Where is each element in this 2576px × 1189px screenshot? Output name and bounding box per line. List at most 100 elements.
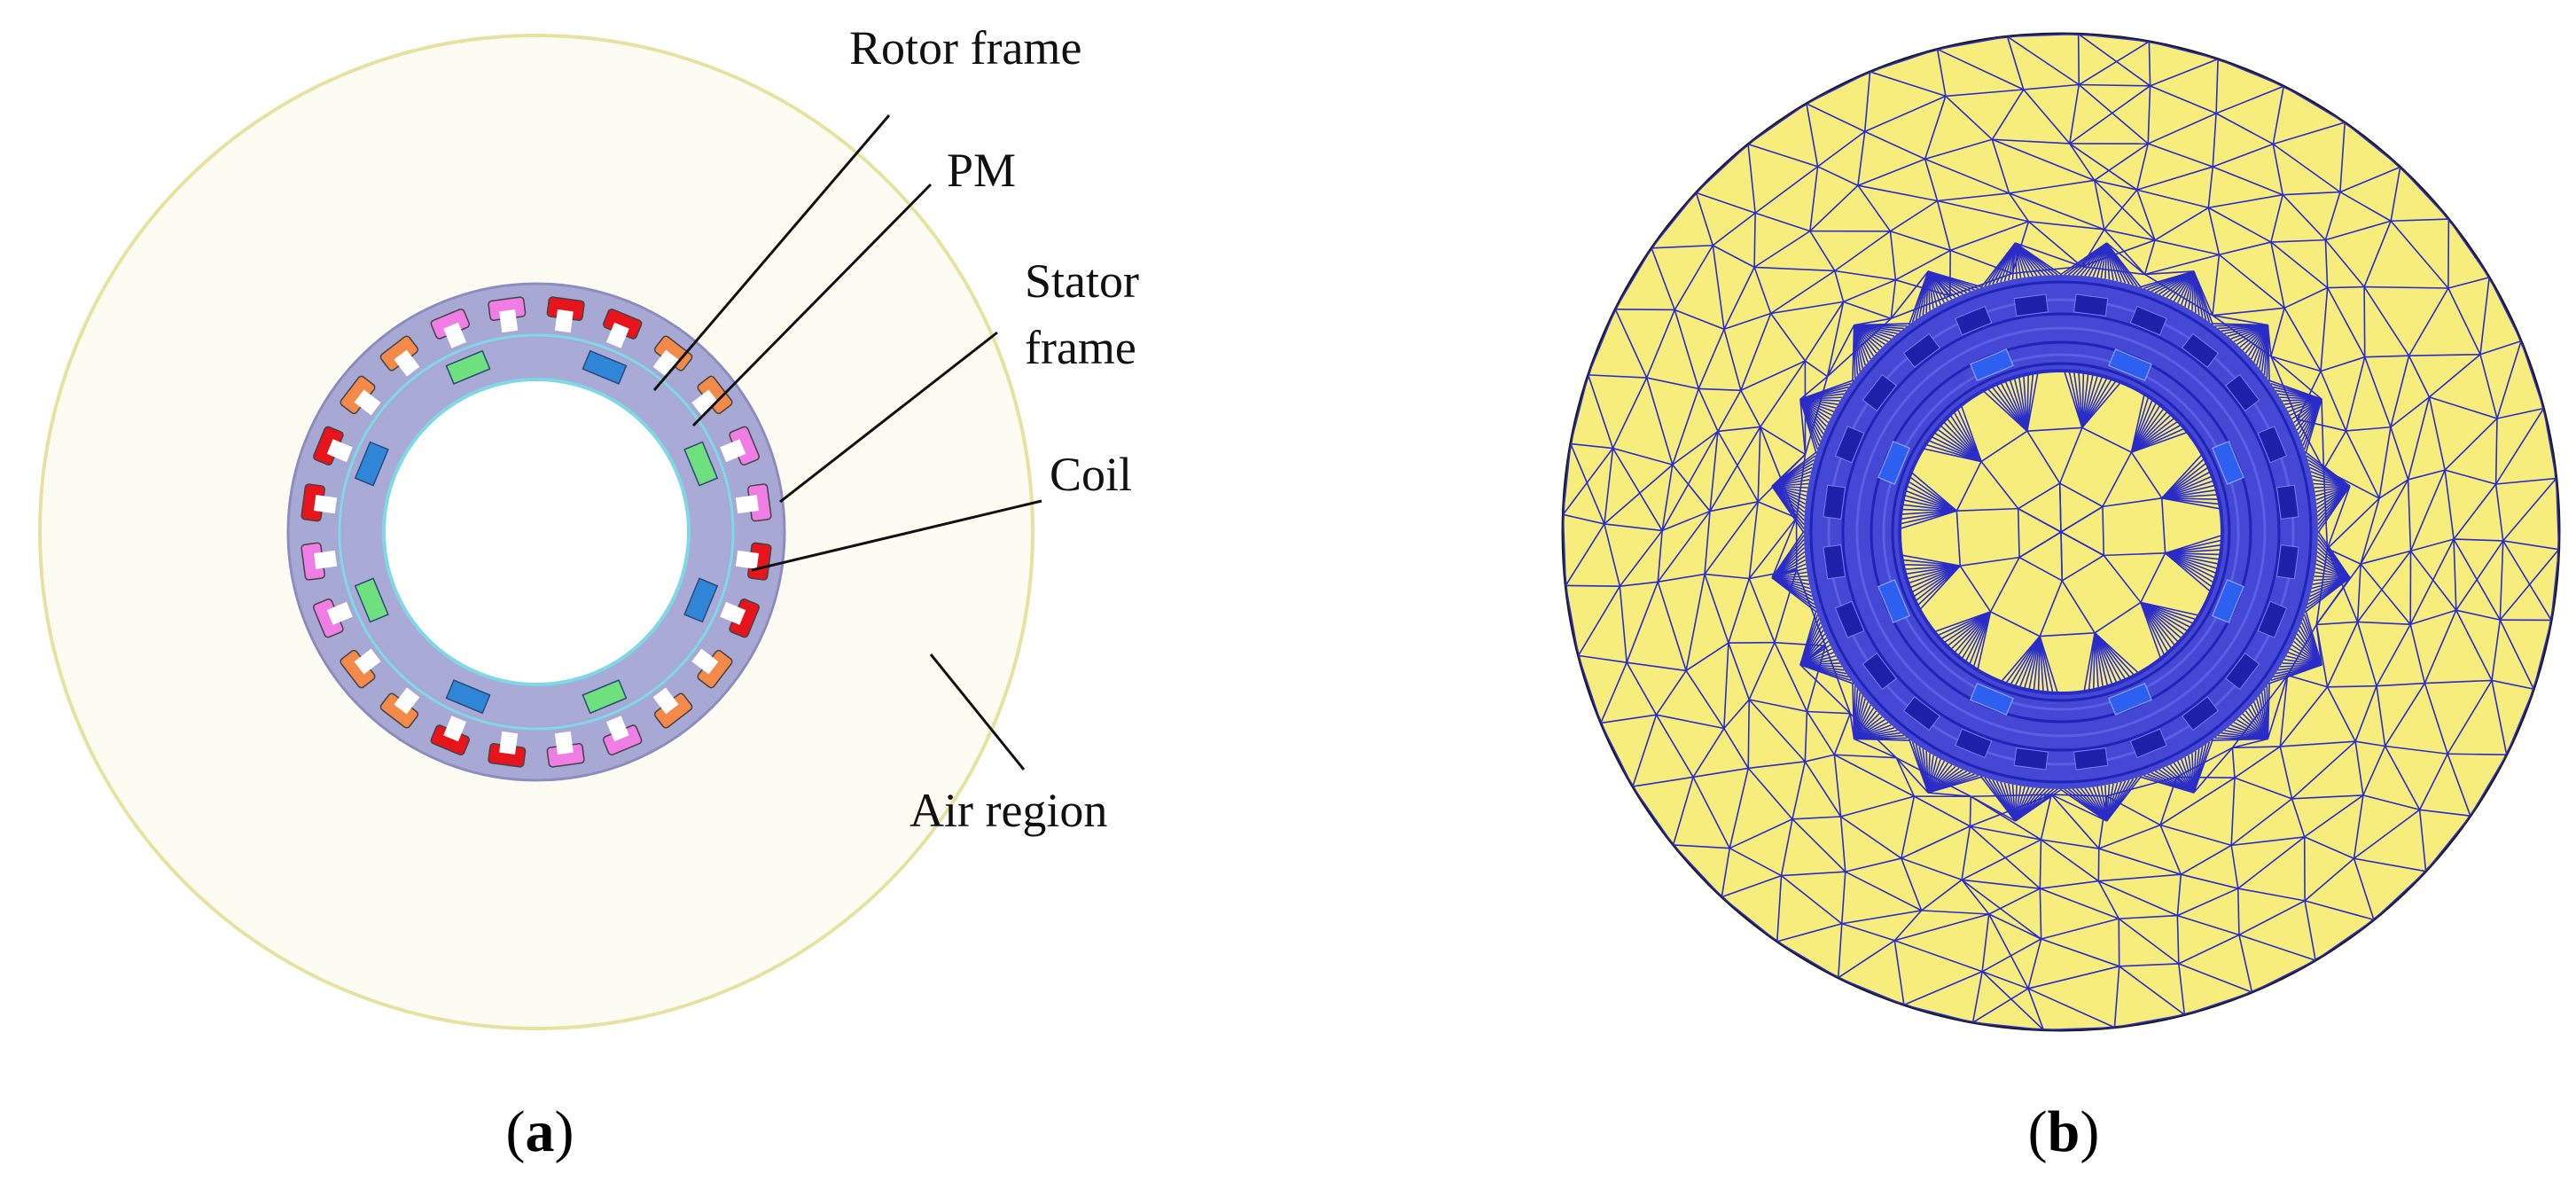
mesh-edge bbox=[2296, 418, 2325, 470]
pm-mesh-block bbox=[2108, 683, 2152, 716]
mesh-edge bbox=[2027, 221, 2082, 268]
pm-mesh bbox=[2108, 348, 2152, 381]
coil-mesh bbox=[1902, 696, 1941, 731]
coil-mesh bbox=[2013, 293, 2049, 317]
inner-mesh-edge bbox=[2018, 376, 2028, 432]
mesh-edge bbox=[1728, 642, 1750, 700]
mesh-edge bbox=[1840, 816, 1902, 859]
coil-mesh bbox=[1834, 426, 1865, 464]
mesh-edge bbox=[2237, 836, 2306, 889]
inner-mesh-edge bbox=[1901, 554, 1961, 567]
mesh-edge bbox=[2376, 685, 2386, 747]
mesh-edge bbox=[2488, 277, 2522, 341]
inner-mesh-edge bbox=[2140, 601, 2195, 625]
inner-mesh-edge bbox=[1955, 511, 1962, 567]
coil-label: Coil bbox=[1050, 448, 1132, 501]
mesh-edge bbox=[2136, 189, 2209, 209]
mesh-edge bbox=[1927, 270, 1951, 297]
inner-mesh-edge bbox=[2103, 554, 2142, 603]
mesh-edge bbox=[1563, 513, 1605, 525]
pm-label: PM bbox=[947, 144, 1016, 197]
mesh-edge bbox=[2362, 794, 2420, 811]
mesh-edge bbox=[2007, 34, 2079, 38]
mesh-edge bbox=[2326, 686, 2356, 742]
mesh-edge bbox=[1843, 301, 1892, 320]
dense-mesh-detail bbox=[1809, 280, 2313, 784]
mesh-edge bbox=[2175, 776, 2195, 794]
mesh-edge bbox=[2322, 430, 2347, 470]
mesh-edge bbox=[1749, 699, 1807, 713]
mesh-edge bbox=[1673, 844, 1730, 849]
pm-ring bbox=[354, 349, 719, 715]
mesh-edge bbox=[1656, 714, 1725, 730]
mesh-edge bbox=[2424, 815, 2471, 872]
mesh-edge bbox=[2390, 356, 2410, 427]
mesh-edge bbox=[1570, 443, 1605, 525]
inner-mesh-edge bbox=[2004, 379, 2028, 432]
mesh-edge bbox=[2009, 192, 2105, 231]
mesh-edge bbox=[2139, 776, 2195, 794]
coil-mesh-block bbox=[2181, 696, 2220, 731]
coil-mesh bbox=[1955, 728, 1993, 759]
mesh-edge bbox=[1863, 71, 1871, 132]
mesh-edge bbox=[1587, 309, 1617, 376]
mesh-edge bbox=[1799, 379, 1854, 400]
air-gap-line bbox=[338, 333, 735, 731]
inner-mesh-edge bbox=[2165, 549, 2221, 554]
ring-contour bbox=[1870, 340, 2252, 724]
mesh-edge bbox=[2098, 795, 2108, 849]
mesh-edge bbox=[1992, 138, 2096, 182]
inner-mesh-edge bbox=[1942, 420, 1982, 463]
inner-mesh-edge bbox=[2059, 482, 2104, 508]
inner-mesh-edge bbox=[2130, 411, 2169, 453]
mesh-edge bbox=[1565, 585, 1580, 656]
mesh-edge bbox=[1709, 501, 1759, 512]
mesh-edge bbox=[2408, 287, 2449, 356]
panel-a: Rotor frame PM Stator frame Coil Air reg… bbox=[38, 21, 1139, 1030]
mesh-edge bbox=[1809, 166, 1819, 231]
mesh-edge bbox=[1563, 448, 1614, 515]
mesh-edge bbox=[2040, 839, 2099, 882]
slot-opening bbox=[326, 439, 353, 463]
mesh-edge bbox=[1646, 377, 1699, 390]
inner-mesh-edge bbox=[2161, 466, 2210, 499]
slot-opening bbox=[735, 495, 760, 514]
mesh-edge bbox=[1936, 49, 1947, 97]
mesh-edge bbox=[1717, 389, 1742, 432]
pm-mesh bbox=[2212, 579, 2244, 623]
mesh-edge bbox=[2230, 778, 2236, 846]
coil-mesh-block bbox=[1902, 332, 1941, 368]
mesh-edge bbox=[2027, 988, 2115, 1029]
inner-mesh-edge bbox=[2104, 552, 2166, 557]
mesh-edge bbox=[1709, 431, 1719, 512]
mesh-edge bbox=[2287, 674, 2328, 688]
mesh-edge bbox=[2454, 538, 2503, 542]
inner-mesh-edge bbox=[2165, 539, 2222, 554]
mesh-edge bbox=[1692, 777, 1730, 849]
inner-mesh-edge bbox=[1977, 611, 1992, 670]
mesh-edge bbox=[1981, 938, 2042, 973]
ring-contour bbox=[1809, 280, 2313, 784]
mesh-edge bbox=[1804, 761, 1842, 817]
mesh-edge bbox=[2390, 426, 2409, 481]
coil-mesh-block bbox=[2225, 373, 2260, 412]
slot-opening bbox=[554, 731, 574, 755]
mesh-edge bbox=[2408, 355, 2431, 398]
mesh-edge bbox=[2193, 270, 2213, 317]
mesh-edge bbox=[2270, 356, 2322, 372]
coil-mesh bbox=[1862, 652, 1897, 691]
inner-mesh-edge bbox=[1982, 390, 2028, 432]
mesh-edge bbox=[2390, 167, 2401, 222]
mesh-edge bbox=[2270, 194, 2283, 243]
mesh-edge bbox=[1748, 517, 1798, 579]
mesh-edge bbox=[1893, 940, 1905, 1005]
ring-contour bbox=[1891, 362, 2231, 702]
mesh-edge bbox=[2267, 325, 2272, 356]
inner-mesh-edge bbox=[1907, 481, 1957, 512]
mesh-edge bbox=[1754, 166, 1819, 214]
inner-mesh-edge bbox=[1901, 510, 1957, 515]
mesh-edge bbox=[1817, 130, 1866, 168]
mesh-edge bbox=[2355, 740, 2385, 747]
mesh-edge bbox=[2378, 426, 2392, 499]
mesh-edge bbox=[2119, 914, 2178, 919]
